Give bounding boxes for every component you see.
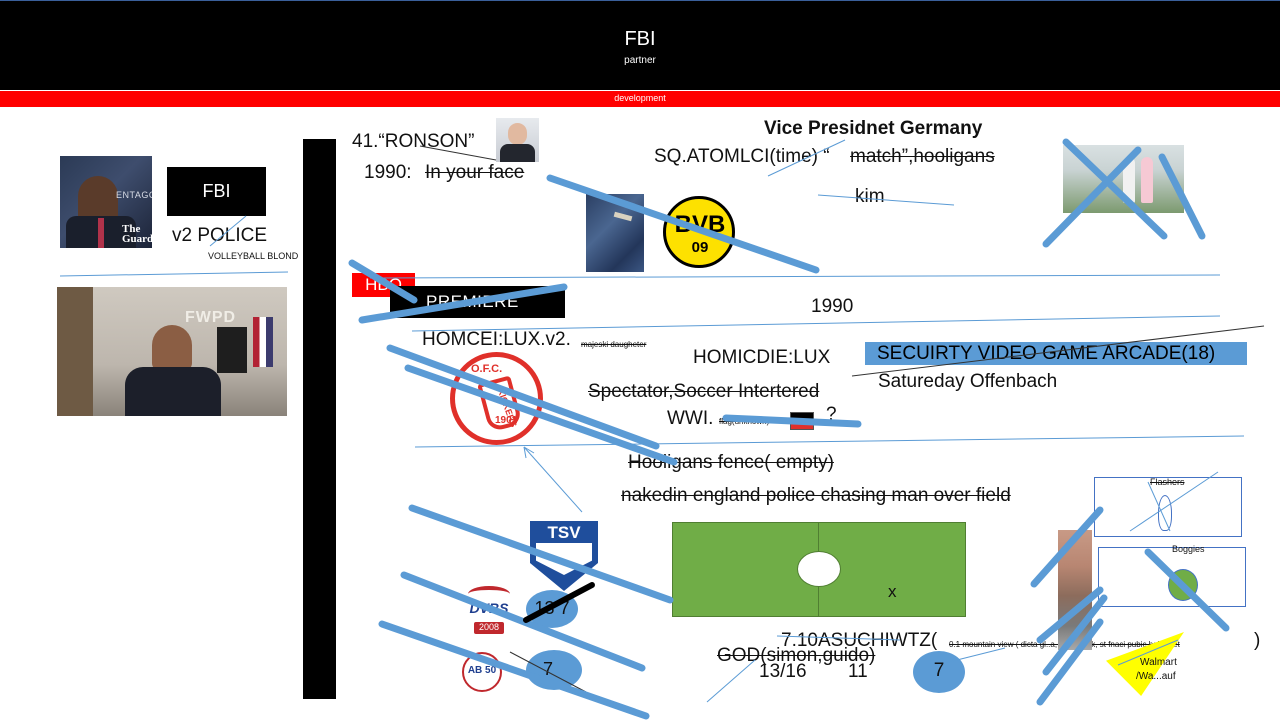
thin-line	[414, 435, 1245, 448]
dvbs-logo-year: 2008	[478, 622, 500, 632]
man-portrait-photo	[496, 118, 539, 162]
oval-7-label: 7	[542, 659, 553, 679]
dark-thin-line	[851, 325, 1265, 377]
kickers-year-text: 1901	[495, 415, 518, 426]
v2-police-label: v2 POLICE	[172, 225, 268, 246]
arcade-label: SECUIRTY VIDEO GAME ARCADE(18)	[877, 343, 1216, 364]
strike-through-stroke	[1042, 146, 1142, 248]
pentagon-photo: ENTAGON The Guard	[60, 156, 152, 248]
black-divider-bar	[303, 139, 336, 699]
number-11: 11	[848, 661, 868, 682]
strike-through-stroke	[1042, 594, 1108, 676]
strike-through-stroke	[1030, 506, 1104, 588]
boggies-label: Boggies	[1172, 544, 1205, 554]
center-ball	[797, 551, 841, 587]
thin-line	[767, 139, 846, 177]
ronson-label: 41.“RONSON”	[352, 131, 475, 152]
band-label: development	[614, 93, 666, 103]
thin-line	[59, 271, 289, 277]
strike-through-stroke	[1036, 586, 1104, 644]
arrow-head	[523, 446, 527, 459]
year-1990-label: 1990:	[364, 162, 412, 183]
fbi-box	[167, 167, 266, 216]
auschwitz-label: 7.10ASUCHIWTZ(	[781, 630, 938, 651]
strike-through-stroke	[722, 414, 862, 428]
flashers-label: Flashers	[1150, 477, 1185, 487]
naked-england-label: nakedin england police chasing man over …	[621, 485, 1011, 506]
red-band	[0, 91, 1280, 107]
ab50-badge-text: AB 50	[467, 665, 497, 676]
header-title: FBI	[624, 28, 656, 50]
boggies-box	[1098, 547, 1246, 607]
wwi-label: WWI.	[667, 408, 714, 429]
black-slash-stroke	[523, 582, 595, 623]
kickers-top-text: O.F.C.	[471, 363, 503, 375]
god-label: GOD(simon,guido)	[717, 645, 876, 666]
strike-through-stroke	[404, 364, 678, 466]
oval-right-7	[913, 651, 965, 693]
vp-germany-label: Vice Presidnet Germany	[764, 118, 983, 139]
thin-line	[944, 647, 1006, 664]
fbi-box-label: FBI	[202, 181, 231, 201]
offenbach-label: Satureday Offenbach	[878, 371, 1058, 392]
tsv-logo-text: TSV	[547, 523, 581, 542]
arcade-box	[865, 342, 1247, 365]
auschwitz-close-label: )	[1254, 630, 1261, 651]
header-bar	[0, 0, 1280, 90]
strike-through-stroke	[1062, 138, 1168, 240]
arrow-head	[523, 446, 535, 454]
hooligans-fence-label: Hooligans fence( empty)	[628, 452, 834, 473]
dark-thin-line	[419, 145, 497, 161]
thin-line	[817, 194, 955, 206]
spectator-label: Spectator,Soccer Intertered	[588, 381, 820, 402]
strike-through-stroke	[408, 504, 674, 604]
sq-atom-label: SQ.ATOMLCI(time) “	[654, 146, 830, 167]
thin-line	[1129, 471, 1219, 532]
oval-right-7-label: 7	[933, 660, 945, 681]
question-mark: ?	[826, 404, 837, 425]
bvb-logo-year: 09	[691, 239, 709, 256]
flashers-figure	[1158, 495, 1172, 531]
walmart-sub-label: /Wa...auf	[1136, 671, 1176, 682]
arrow-line	[523, 446, 583, 513]
strike-through-stroke	[358, 283, 568, 324]
strike-through-stroke	[1036, 618, 1104, 706]
strike-through-stroke	[1158, 153, 1206, 240]
volleyball-label: VOLLEYBALL BLOND	[208, 251, 299, 261]
strike-through-stroke	[546, 174, 820, 274]
walmart-label: Walmart	[1140, 657, 1177, 668]
header-subtitle: partner	[624, 55, 656, 66]
fwpd-photo: FWPD	[57, 287, 287, 416]
thin-line	[1117, 639, 1179, 666]
flashers-box	[1094, 477, 1242, 537]
thin-line	[776, 635, 901, 641]
number-13-16: 13/16	[759, 661, 807, 682]
thin-line	[209, 215, 247, 247]
dark-thin-line	[509, 651, 587, 693]
in-your-face-label: In your face	[425, 162, 525, 183]
soccer-field	[672, 522, 966, 617]
homcei-label: HOMCEI:LUX.v2.	[422, 329, 571, 350]
thin-line	[411, 315, 1221, 332]
fwpd-text: FWPD	[185, 309, 237, 326]
homicdie-label: HOMICDIE:LUX	[693, 347, 831, 368]
strike-through-stroke	[348, 259, 418, 304]
kim-label: kim	[855, 186, 885, 207]
guardian-text: The Guard	[122, 223, 152, 245]
thin-line	[706, 659, 756, 703]
strike-through-stroke	[386, 344, 660, 450]
pentagon-text: ENTAGON	[116, 190, 152, 200]
thin-line	[1147, 481, 1171, 532]
year-1990-center: 1990	[811, 296, 854, 317]
strike-through-stroke	[400, 571, 646, 672]
strike-through-stroke	[1144, 548, 1230, 632]
majeski-label: majeski daugheter	[581, 340, 647, 349]
thin-line	[369, 274, 1221, 279]
strike-through-stroke	[378, 620, 650, 720]
field-x-label: x	[888, 582, 897, 601]
match-hooligans-label: match”,hooligans	[850, 146, 995, 167]
